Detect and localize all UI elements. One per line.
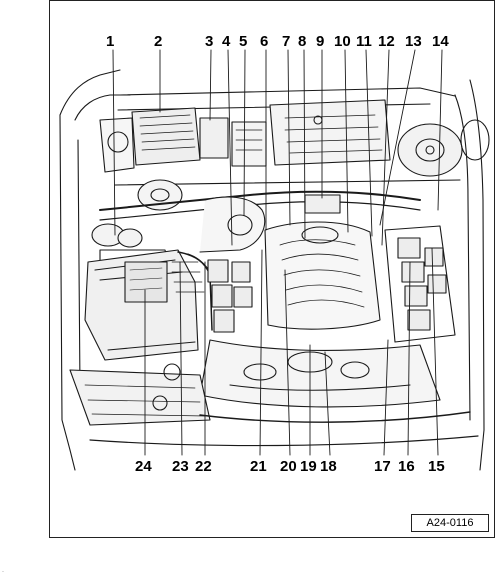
intake-crossover <box>99 190 421 211</box>
callout-10: 10 <box>334 33 351 50</box>
callouts-bottom: 24 23 22 21 20 19 18 17 16 15 <box>135 458 445 475</box>
callout-17: 17 <box>374 458 391 475</box>
callout-8: 8 <box>298 33 306 50</box>
callout-21: 21 <box>250 458 267 475</box>
right-strut-tower <box>397 123 463 177</box>
left-ignition-coils <box>207 259 253 333</box>
intake-manifold <box>264 221 381 330</box>
leader-lines-bottom <box>144 247 439 456</box>
callout-7: 7 <box>282 33 290 50</box>
left-inner-fender <box>74 94 131 391</box>
relay-block <box>199 117 229 159</box>
callout-4: 4 <box>222 33 231 50</box>
callout-19: 19 <box>300 458 317 475</box>
callout-18: 18 <box>320 458 337 475</box>
callout-20: 20 <box>280 458 297 475</box>
right-fender-outline <box>469 79 485 471</box>
callout-13: 13 <box>405 33 422 50</box>
callout-14: 14 <box>432 33 449 50</box>
callout-9: 9 <box>316 33 324 50</box>
front-panel <box>69 369 211 426</box>
engine-front <box>199 339 441 408</box>
callout-11: 11 <box>356 33 372 50</box>
left-fender-outline <box>59 69 121 471</box>
control-unit-box <box>131 107 201 166</box>
figure-id-label: A24-0116 <box>411 514 489 532</box>
callouts-top: 1 2 3 4 5 6 7 8 9 10 11 12 13 14 <box>106 33 449 50</box>
callout-5: 5 <box>239 33 247 50</box>
callout-12: 12 <box>378 33 395 50</box>
cowl-panel <box>269 99 391 166</box>
callout-16: 16 <box>398 458 415 475</box>
callout-1: 1 <box>106 33 114 50</box>
callout-2: 2 <box>154 33 162 50</box>
right-ignition-coils <box>397 237 447 331</box>
callout-22: 22 <box>195 458 212 475</box>
callout-6: 6 <box>260 33 268 50</box>
callout-15: 15 <box>428 458 445 475</box>
right-inner-fender <box>454 94 471 421</box>
callout-3: 3 <box>205 33 213 50</box>
callout-24: 24 <box>135 458 152 475</box>
callout-23: 23 <box>172 458 189 475</box>
corner-mark: · <box>2 569 4 575</box>
air-filter-housing <box>84 249 199 361</box>
intake-air-duct <box>199 196 266 253</box>
leader-lines-top <box>112 49 443 246</box>
